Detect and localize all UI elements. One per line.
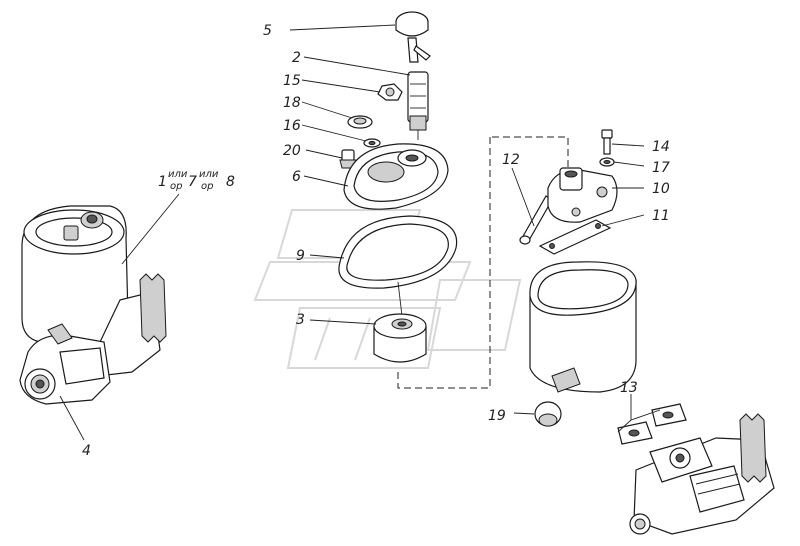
callout-15: 15 [283, 73, 301, 89]
part-5-cap [395, 11, 431, 63]
variant-or-top-2: или [199, 169, 219, 180]
part-19-plug [534, 401, 562, 427]
part-10-housing [547, 167, 618, 223]
left-pump-assembly [19, 205, 167, 405]
variant-num-1: 1 [158, 174, 167, 190]
callout-9: 9 [296, 248, 305, 264]
assembly-dashed-frame [397, 136, 569, 389]
part-17-washer [599, 157, 615, 167]
callout-14: 14 [652, 139, 670, 155]
reservoir-tank [529, 261, 637, 393]
callout-6: 6 [292, 169, 301, 185]
variant-or-bottom-2: ор [201, 181, 213, 192]
callout-labels: 5 2 15 18 16 20 6 9 3 12 14 17 10 11 4 1… [82, 23, 670, 459]
part-2-element [407, 71, 429, 140]
callout-4: 4 [82, 443, 91, 459]
part-12-pipe [519, 195, 553, 245]
part-16-washer [363, 138, 381, 148]
callout-5: 5 [263, 23, 272, 39]
variant-or-top-1: или [168, 169, 188, 180]
part-9-gasket [338, 215, 458, 289]
callout-13: 13 [620, 380, 638, 396]
part-11-gasket [538, 219, 612, 255]
callout-18: 18 [283, 95, 301, 111]
leader-lines [59, 24, 661, 441]
part-3-filter [373, 281, 427, 363]
callout-19: 19 [488, 408, 506, 424]
right-pump-assembly [629, 413, 775, 535]
part-14-bolt [601, 129, 613, 155]
part-15-nut [377, 83, 403, 101]
callout-12: 12 [502, 152, 520, 168]
callout-20: 20 [283, 143, 301, 159]
callout-16: 16 [283, 118, 301, 134]
callout-17: 17 [652, 160, 670, 176]
variant-or-bottom-1: ор [170, 181, 182, 192]
callout-11: 11 [652, 208, 670, 224]
variant-num-8: 8 [226, 174, 235, 190]
part-18-washer [347, 115, 373, 129]
part-13-gaskets [617, 403, 687, 445]
callout-3: 3 [296, 312, 305, 328]
variant-num-7: 7 [188, 174, 197, 190]
part-6-cover [343, 143, 449, 210]
callout-10: 10 [652, 181, 670, 197]
variant-label: 1 или ор 7 или ор 8 [158, 169, 235, 192]
callout-2: 2 [292, 50, 301, 66]
